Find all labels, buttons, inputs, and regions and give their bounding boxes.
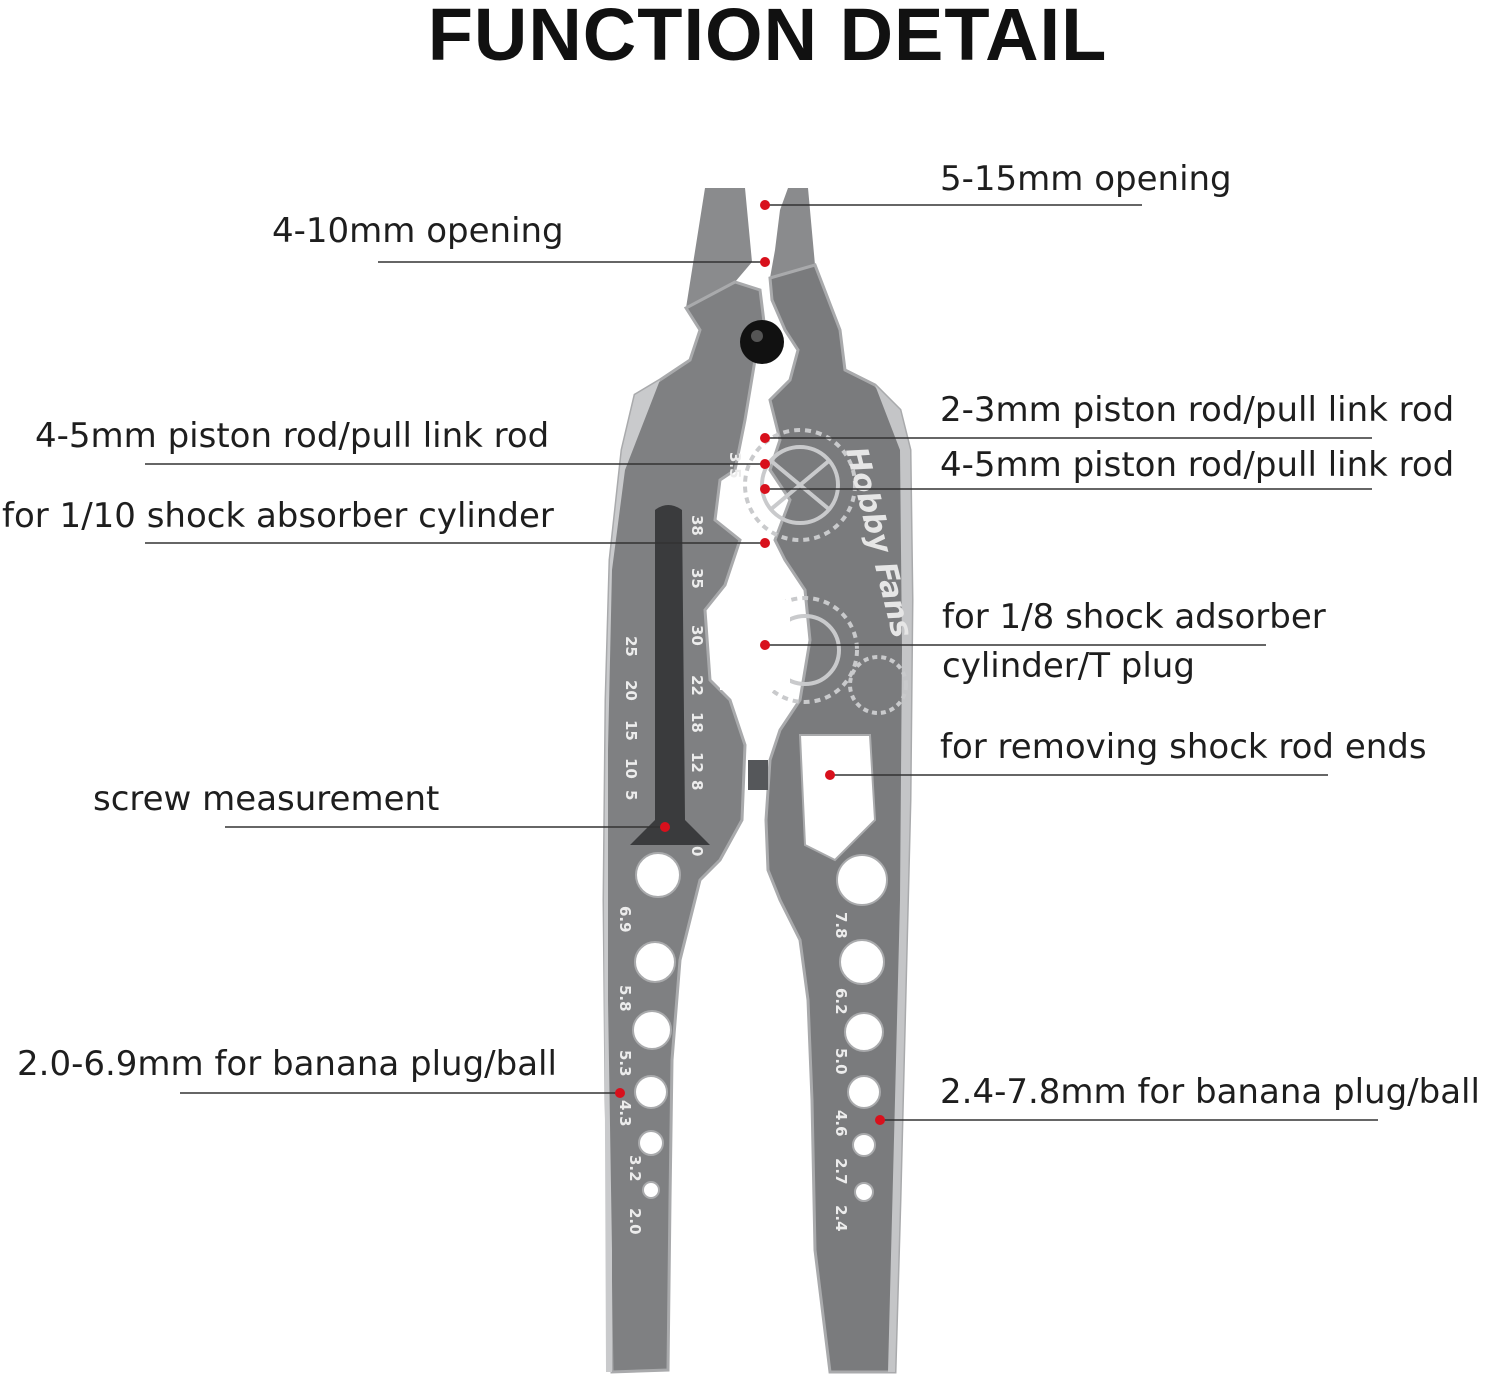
hole-size-left: 5.8: [616, 985, 634, 1012]
ruler-right-mark: 12: [688, 752, 706, 773]
hole-size-right: 6.2: [832, 988, 850, 1015]
hole-size-left: 3.2: [626, 1155, 644, 1182]
holes-right: [836, 854, 888, 1202]
leader-lines: [145, 204, 1378, 1121]
rod-end-cutout: [798, 734, 877, 862]
label-opening-5-15: 5-15mm opening: [940, 159, 1232, 199]
label-screw-measurement: screw measurement: [93, 779, 440, 819]
label-piston-2-3: 2-3mm piston rod/pull link rod: [940, 390, 1455, 430]
label-rod-ends: for removing shock rod ends: [940, 727, 1427, 767]
ruler-right-mark: 0: [688, 846, 706, 856]
ruler-right-mark: 18: [688, 712, 706, 733]
holes-left: [632, 852, 681, 1199]
ruler-left-mark: 5: [622, 790, 640, 800]
label-shock-1-8-line2: cylinder/T plug: [942, 646, 1195, 686]
hole-size-right: 7.8: [832, 912, 850, 939]
page-title: FUNCTION DETAIL: [427, 0, 1108, 76]
hole-size-left: 2.0: [626, 1208, 644, 1235]
hole-size-right: 4.6: [832, 1110, 850, 1137]
ruler-right-mark: 38: [688, 515, 706, 536]
hole-size-right: 2.7: [832, 1158, 850, 1185]
hole-size-right: 2.4: [832, 1205, 850, 1232]
engraving-notch-3-5: 3.5: [726, 452, 744, 479]
pivot-screw: [740, 320, 784, 364]
shock-cutout: [720, 600, 790, 690]
label-banana-right: 2.4-7.8mm for banana plug/ball: [940, 1072, 1480, 1112]
label-piston-4-5-left: 4-5mm piston rod/pull link rod: [35, 416, 550, 456]
ruler-left-mark: 15: [622, 720, 640, 741]
marker-dots: [615, 200, 885, 1125]
label-opening-4-10: 4-10mm opening: [272, 211, 564, 251]
ruler-right-mark: 35: [688, 568, 706, 589]
ruler-right-mark: 8: [688, 780, 706, 790]
label-banana-left: 2.0-6.9mm for banana plug/ball: [17, 1044, 557, 1084]
ruler-left-mark: 20: [622, 680, 640, 701]
hole-size-right: 5.0: [832, 1048, 850, 1075]
label-shock-1-8-line1: for 1/8 shock adsorber: [942, 597, 1326, 637]
ruler-left-mark: 25: [622, 636, 640, 657]
screw-slot: [630, 505, 710, 845]
hinge-pin: [748, 760, 768, 790]
hole-size-left: 4.3: [616, 1100, 634, 1127]
hole-size-left: 6.9: [616, 906, 634, 933]
label-piston-4-5-right: 4-5mm piston rod/pull link rod: [940, 445, 1455, 485]
ruler-right-mark: 22: [688, 675, 706, 696]
hole-size-left: 5.3: [616, 1050, 634, 1077]
label-shock-1-10: for 1/10 shock absorber cylinder: [2, 496, 554, 536]
ruler-right-mark: 30: [688, 625, 706, 646]
ruler-left-mark: 10: [622, 758, 640, 779]
